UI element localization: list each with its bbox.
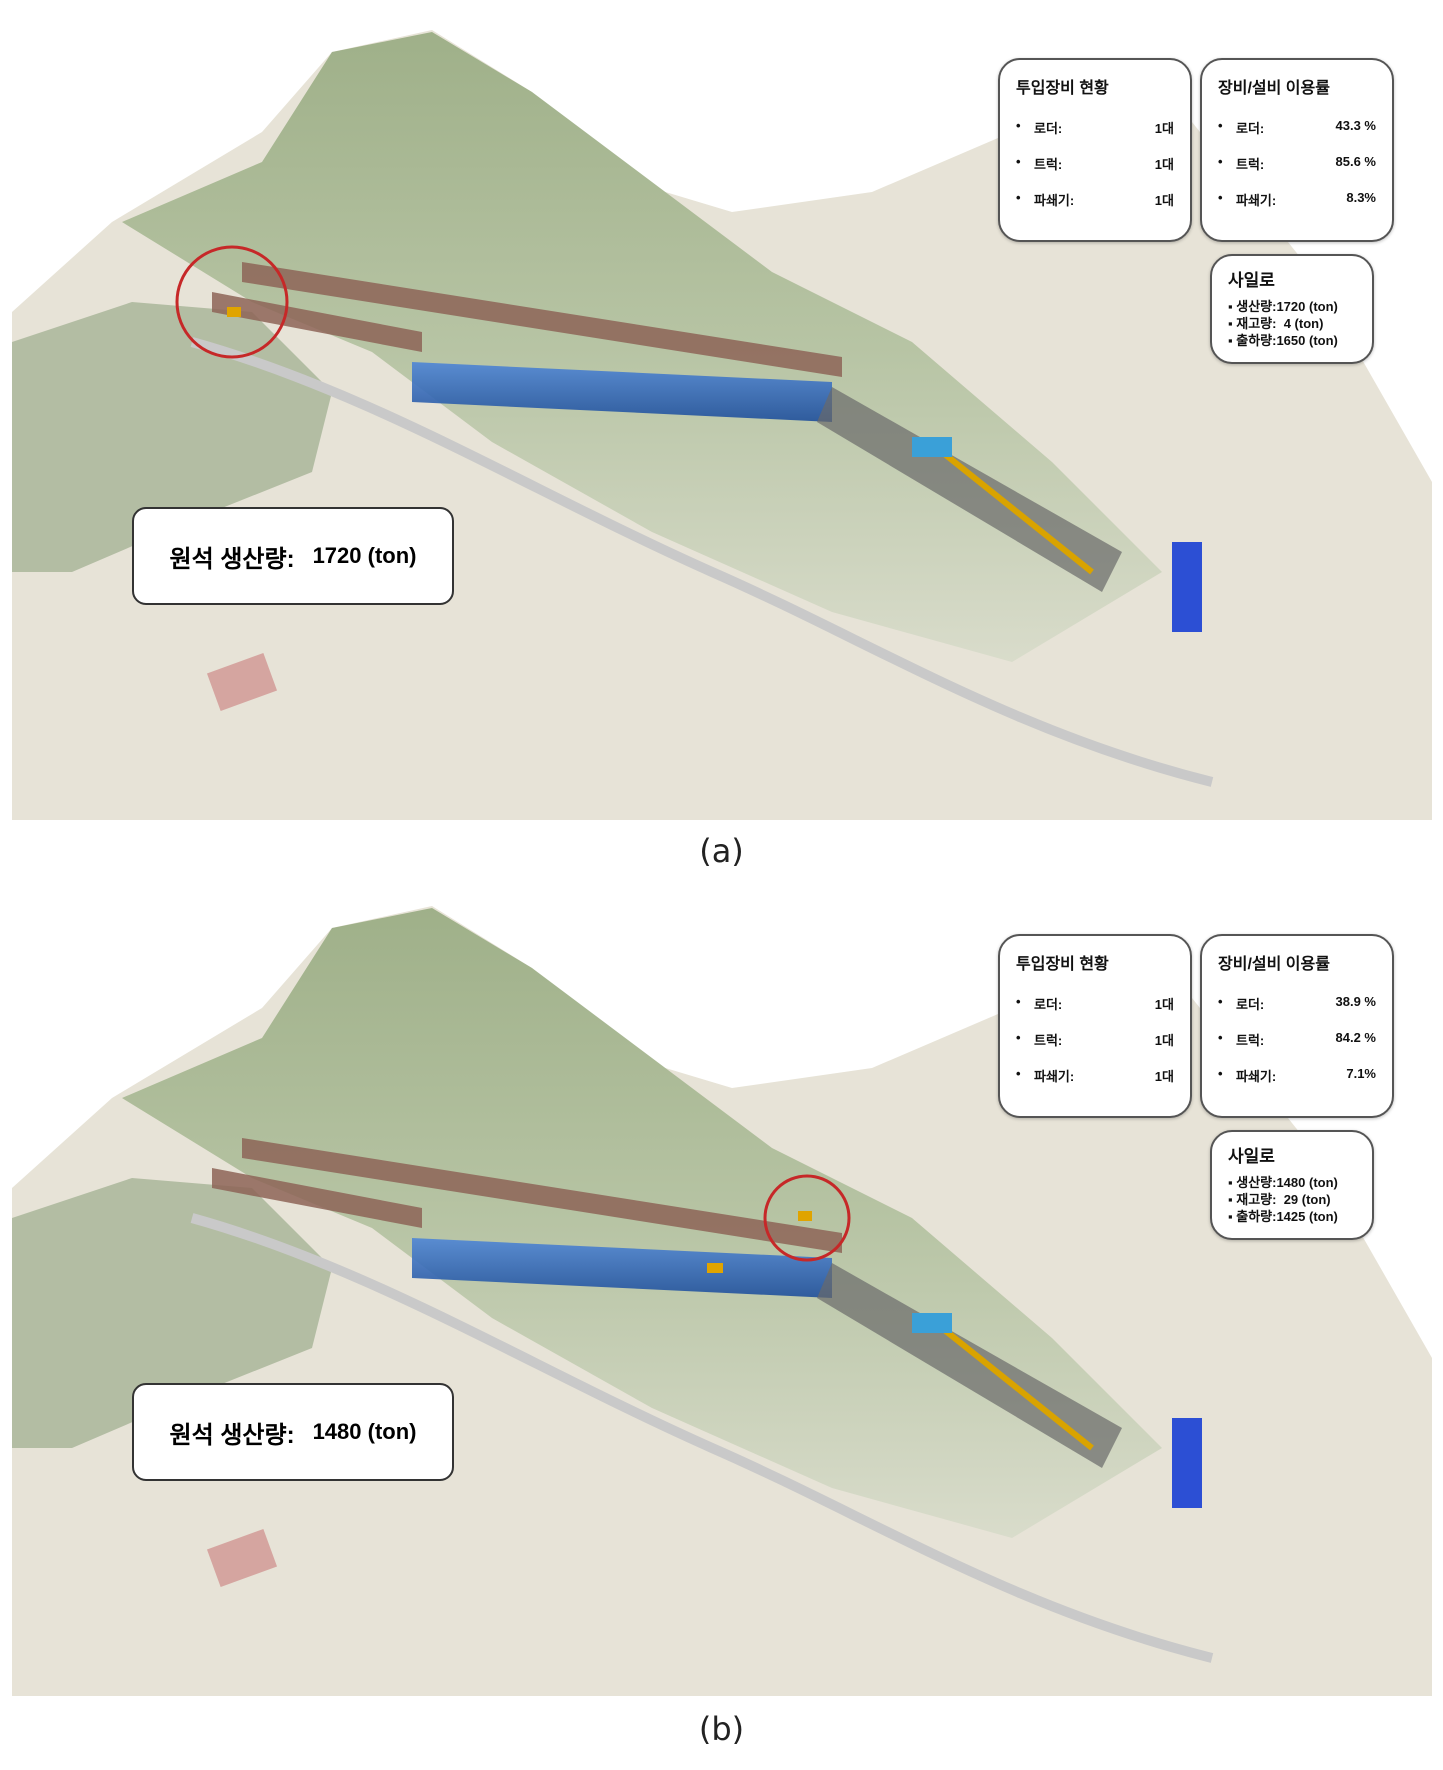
caption-a: (a) <box>699 832 744 870</box>
belt-conveyor <box>940 1325 1094 1451</box>
conveyor-brown-2 <box>212 292 422 352</box>
water-tunnel <box>412 1238 832 1298</box>
silo-row: ▪ 생산량:1720 (ton) <box>1228 299 1338 314</box>
caption-b: (b) <box>698 1710 745 1748</box>
crusher <box>912 1313 952 1333</box>
silo-title: 사일로 <box>1228 271 1275 290</box>
loader-equipment <box>798 1211 812 1221</box>
production-value: 1720 (ton) <box>312 543 417 568</box>
hill-ridge <box>122 32 1162 662</box>
production-value: 1480 (ton) <box>312 1419 417 1444</box>
crusher <box>912 437 952 457</box>
silo-box: 사일로 ▪ 생산량:1720 (ton) ▪ 재고량: 4 (ton) ▪ 출하… <box>1210 254 1374 364</box>
silo-row: ▪ 출하량:1650 (ton) <box>1228 333 1338 348</box>
hill-left <box>12 302 332 572</box>
conveyor-brown-1 <box>242 262 842 377</box>
utilization-title: 장비/설비 이용률 <box>1218 80 1330 97</box>
equipment-status-box: 투입장비 현황 •로더:1대 •트럭:1대 •파쇄기:1대 <box>998 58 1192 242</box>
conveyor-brown-1 <box>242 1138 842 1253</box>
sports-field <box>206 652 278 712</box>
silo-row: ▪ 재고량: 29 (ton) <box>1228 1192 1331 1207</box>
road <box>190 337 1214 787</box>
highlight-circle <box>175 245 289 359</box>
sports-field <box>206 1528 278 1588</box>
hill-left <box>12 1178 332 1448</box>
truck-equipment <box>707 1263 723 1273</box>
equipment-status-title: 투입장비 현황 <box>1016 80 1109 97</box>
production-label: 원석 생산량: <box>169 1421 295 1449</box>
highlight-circle <box>763 1174 851 1262</box>
road <box>190 1213 1214 1663</box>
conveyor-brown-2 <box>212 1168 422 1228</box>
silo-box: 사일로 ▪ 생산량:1480 (ton) ▪ 재고량: 29 (ton) ▪ 출… <box>1210 1130 1374 1240</box>
production-box: 원석 생산량: 1480 (ton) <box>132 1383 454 1481</box>
tunnel-dark <box>817 1263 1122 1468</box>
belt-conveyor <box>940 449 1094 575</box>
silo-row: ▪ 재고량: 4 (ton) <box>1228 316 1324 331</box>
production-box: 원석 생산량: 1720 (ton) <box>132 507 454 605</box>
utilization-box: 장비/설비 이용률 •로더:43.3 % •트럭:85.6 % •파쇄기:8.3… <box>1200 58 1394 242</box>
simulation-panel-a: 투입장비 현황 •로더:1대 •트럭:1대 •파쇄기:1대 장비/설비 이용률 … <box>12 12 1432 820</box>
utilization-box: 장비/설비 이용률 •로더:38.9 % •트럭:84.2 % •파쇄기:7.1… <box>1200 934 1394 1118</box>
silo-tower <box>1172 1418 1202 1508</box>
tunnel-dark <box>817 387 1122 592</box>
production-label: 원석 생산량: <box>169 545 295 573</box>
silo-title: 사일로 <box>1228 1147 1275 1166</box>
equipment-status-title: 투입장비 현황 <box>1016 956 1109 973</box>
equipment-status-box: 투입장비 현황 •로더:1대 •트럭:1대 •파쇄기:1대 <box>998 934 1192 1118</box>
silo-row: ▪ 생산량:1480 (ton) <box>1228 1175 1338 1190</box>
silo-row: ▪ 출하량:1425 (ton) <box>1228 1209 1338 1224</box>
utilization-title: 장비/설비 이용률 <box>1218 956 1330 973</box>
silo-tower <box>1172 542 1202 632</box>
simulation-panel-b: 투입장비 현황 •로더:1대 •트럭:1대 •파쇄기:1대 장비/설비 이용률 … <box>12 888 1432 1696</box>
loader-equipment <box>227 307 241 317</box>
water-tunnel <box>412 362 832 422</box>
hill-ridge <box>122 908 1162 1538</box>
